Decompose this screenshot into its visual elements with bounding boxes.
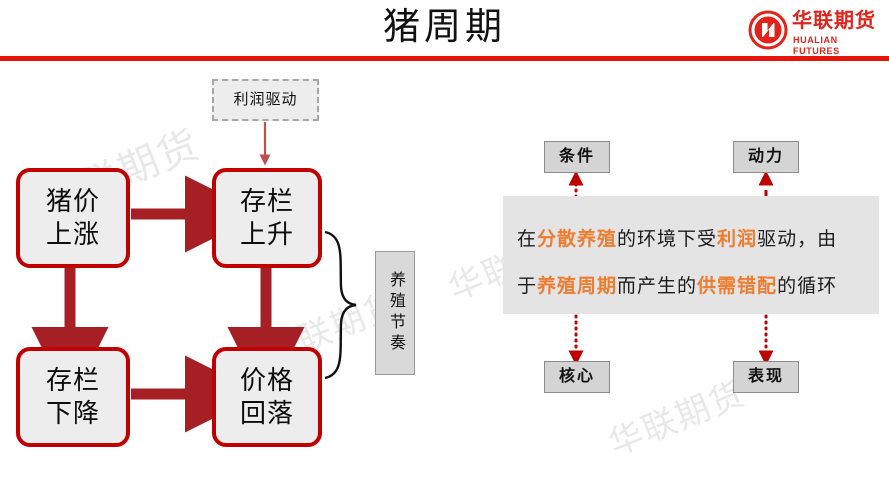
node-stock-down[interactable]: 存栏 下降 — [16, 347, 130, 447]
brand-logo: 华联期货 HUALIAN FUTURES — [748, 9, 884, 56]
tag-condition[interactable]: 条件 — [544, 141, 610, 173]
brace-label-text: 养殖节奏 — [387, 271, 404, 355]
logo-cn-text: 华联期货 — [792, 10, 876, 32]
summary-line1-run-3: 利润 — [717, 229, 758, 250]
node-price-fallback-line2: 回落 — [239, 399, 294, 428]
brace-label-breeding-rhythm: 养殖节奏 — [375, 251, 415, 375]
node-stock-up-line2: 上升 — [239, 220, 294, 249]
tag-manifestation[interactable]: 表现 — [733, 361, 799, 393]
node-price-fallback[interactable]: 价格 回落 — [212, 347, 322, 447]
node-pig-price-up[interactable]: 猪价 上涨 — [16, 168, 130, 268]
logo-en-text: HUALIAN FUTURES — [793, 35, 840, 56]
summary-line2-run-0: 于 — [517, 276, 538, 297]
tag-core[interactable]: 核心 — [544, 361, 610, 393]
node-stock-down-line1: 存栏 — [45, 366, 100, 395]
tag-core-label: 核心 — [558, 368, 595, 385]
header-divider — [0, 56, 889, 61]
tag-driver[interactable]: 动力 — [733, 141, 799, 173]
tag-driver-label: 动力 — [747, 148, 784, 165]
summary-line2-run-4: 的循环 — [777, 276, 838, 297]
brace-shape — [324, 230, 357, 380]
circle-n-logo-icon — [748, 10, 788, 50]
summary-paragraph: 在分散养殖的环境下受利润驱动，由 于养殖周期而产生的供需错配的循环 — [503, 196, 879, 314]
node-price-fallback-line1: 价格 — [239, 366, 294, 395]
driver-box-profit[interactable]: 利润驱动 — [212, 79, 319, 121]
node-pig-price-up-line2: 上涨 — [45, 220, 100, 249]
node-stock-up[interactable]: 存栏 上升 — [212, 168, 322, 268]
summary-line2-run-2: 而产生的 — [617, 276, 698, 297]
summary-line1-run-4: 驱动，由 — [757, 229, 838, 250]
slide-header: 猪周期 华联期货 HUALIAN FUTURES — [0, 0, 889, 61]
driver-box-label: 利润驱动 — [233, 92, 298, 108]
summary-line1-run-1: 分散养殖 — [537, 229, 618, 250]
summary-line2-run-3: 供需错配 — [697, 276, 778, 297]
summary-paragraph-line2: 于养殖周期而产生的供需错配的循环 — [517, 263, 865, 310]
summary-line2-run-1: 养殖周期 — [537, 276, 618, 297]
summary-line1-run-0: 在 — [517, 229, 538, 250]
node-stock-down-line2: 下降 — [45, 399, 100, 428]
node-stock-up-line1: 存栏 — [239, 187, 294, 216]
node-pig-price-up-line1: 猪价 — [45, 187, 100, 216]
tag-condition-label: 条件 — [558, 148, 595, 165]
page-title: 猪周期 — [383, 7, 506, 48]
tag-manifestation-label: 表现 — [747, 368, 784, 385]
watermark-2: 华联期货 — [603, 375, 752, 464]
summary-line1-run-2: 的环境下受 — [617, 229, 718, 250]
summary-paragraph-line1: 在分散养殖的环境下受利润驱动，由 — [517, 216, 865, 263]
